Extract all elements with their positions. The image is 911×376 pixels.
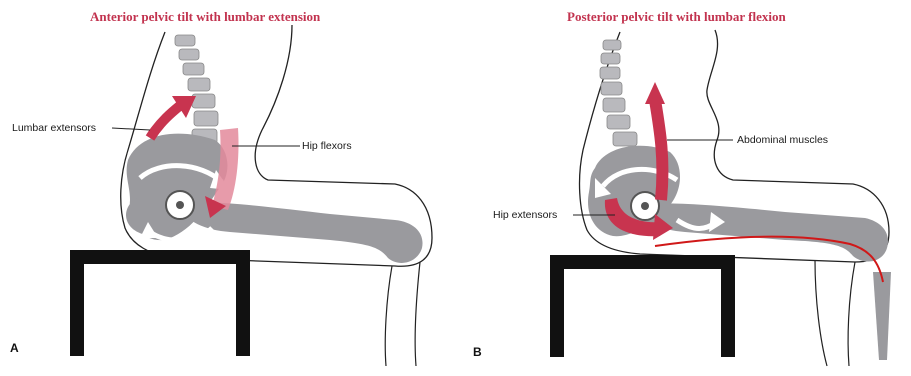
spine [600, 40, 637, 146]
spine [175, 35, 218, 144]
panel-b-letter: B [473, 345, 482, 359]
chair [550, 255, 735, 357]
label-abdominal-muscles: Abdominal muscles [737, 134, 828, 146]
tibia-bone [873, 272, 891, 360]
label-hip-extensors: Hip extensors [493, 209, 557, 221]
label-lumbar-extensors: Lumbar extensors [12, 122, 96, 134]
panel-posterior-tilt: Posterior pelvic tilt with lumbar flexio… [455, 0, 911, 376]
lumbar-extensor-arrow [150, 104, 182, 138]
panel-a-illustration [0, 0, 455, 376]
panel-a-letter: A [10, 341, 19, 355]
panel-b-illustration [455, 0, 911, 376]
abdominal-arrow [655, 100, 662, 200]
label-hip-flexors: Hip flexors [302, 140, 352, 152]
chair [70, 250, 250, 356]
panel-anterior-tilt: Anterior pelvic tilt with lumbar extensi… [0, 0, 455, 376]
femur-bone [640, 204, 888, 262]
